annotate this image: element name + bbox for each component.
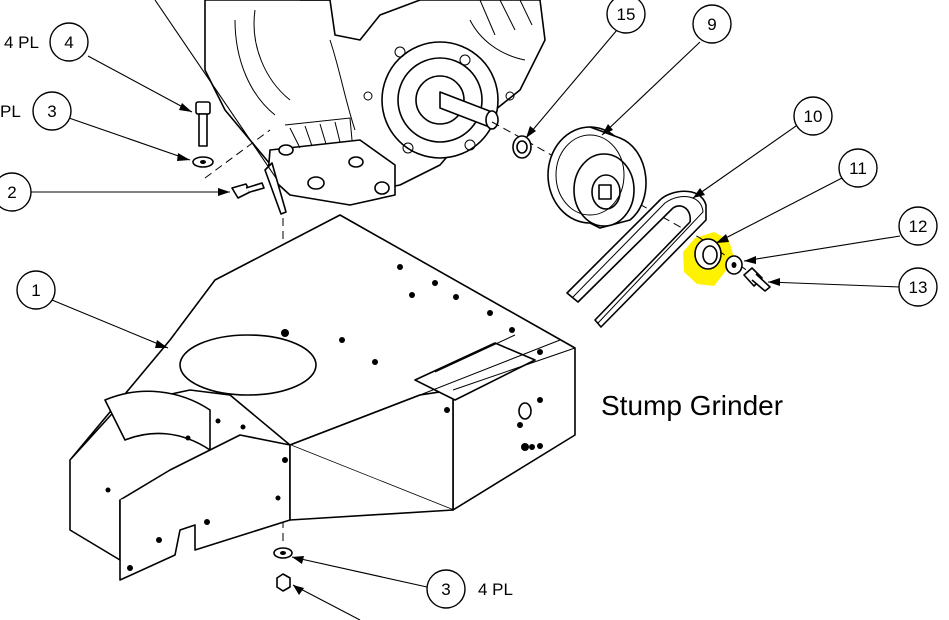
diagram-caption: Stump Grinder <box>601 390 783 421</box>
small-bolt-part <box>231 182 265 199</box>
callout-1: 1 <box>16 270 56 310</box>
callout-10-number: 10 <box>804 107 823 126</box>
callout-15: 15 <box>606 0 646 34</box>
callout-3-bottom-qty-label: 4 PL <box>478 580 513 599</box>
pin-part <box>264 162 287 215</box>
callout-4-number: 4 <box>64 33 73 52</box>
callout-9-number: 9 <box>707 15 716 34</box>
belt-part <box>566 190 707 328</box>
callout-12-number: 12 <box>909 217 928 236</box>
callout-2-number: 2 <box>7 183 16 202</box>
pulley-part <box>547 126 647 229</box>
hex-bolt-part <box>743 267 771 292</box>
bolt-axis-line <box>204 129 271 179</box>
callout-11: 11 <box>838 148 878 188</box>
callout-2: 2 <box>0 172 32 212</box>
callout-3-bottom: 3 <box>426 569 466 609</box>
engine-assembly <box>204 0 546 206</box>
callout-9: 9 <box>692 4 732 44</box>
bolt-part <box>195 101 211 147</box>
callout-15-number: 15 <box>617 5 636 24</box>
bottom-nut-part <box>276 573 291 592</box>
callout-13: 13 <box>898 267 938 307</box>
callout-3-top-qty-label: PL <box>0 102 21 121</box>
callout-4-qty-label: 4 PL <box>4 33 39 52</box>
callout-12: 12 <box>898 206 938 246</box>
callout-11-number: 11 <box>849 159 867 178</box>
callout-3-top-number: 3 <box>47 102 56 121</box>
callout-3-top: 3 <box>32 91 72 131</box>
callout-13-number: 13 <box>909 278 928 297</box>
callout-4: 4 <box>49 22 89 62</box>
callout-10: 10 <box>793 96 833 136</box>
frame-housing <box>69 214 576 581</box>
callout-1-number: 1 <box>31 281 40 300</box>
callout-3-bottom-number: 3 <box>441 580 450 599</box>
